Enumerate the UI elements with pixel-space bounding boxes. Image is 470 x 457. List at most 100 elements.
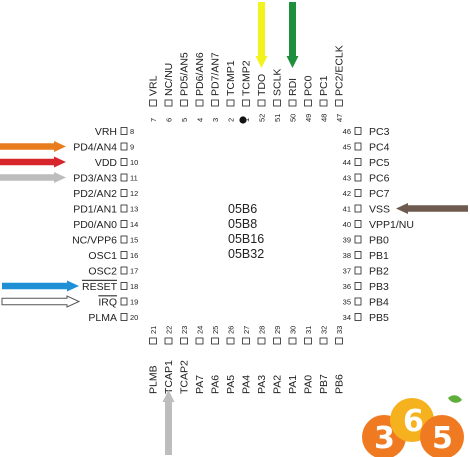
pin-number: 2: [226, 118, 235, 122]
pin-pad: [195, 99, 204, 107]
pin-right: 41 VSS: [343, 203, 390, 215]
arrow-pd4-an4: [0, 141, 66, 152]
pin-number: 50: [288, 114, 297, 122]
pin-pad: [354, 235, 362, 244]
pin-pad: [149, 337, 157, 345]
pin-number: 15: [130, 236, 138, 245]
pin-number: 39: [343, 236, 351, 245]
pin-number: 9: [130, 143, 134, 152]
pin-number: 13: [130, 205, 138, 214]
pin-label: PB2: [369, 265, 389, 277]
pin-number: 32: [319, 326, 328, 334]
pin-label: PB3: [369, 281, 389, 293]
pin-number: 6: [164, 118, 173, 122]
pin-label: VRL: [148, 75, 160, 96]
arrow-vss: [396, 203, 468, 214]
pin-label: PB6: [334, 374, 346, 394]
pin-top: PC0 49: [303, 75, 315, 122]
pin-number: 41: [343, 205, 351, 214]
pin-pad: [354, 220, 362, 228]
logo-digit: 6: [403, 404, 424, 439]
pin-number: 40: [343, 220, 351, 229]
pin-number: 46: [343, 127, 351, 136]
pin-label: TCAP1: [163, 360, 175, 394]
pin-number: 44: [343, 158, 351, 167]
pin-pad: [120, 251, 128, 259]
pin-label: OSC1: [88, 250, 117, 262]
pin-number: 30: [288, 326, 297, 334]
pin-number: 14: [130, 220, 138, 229]
pin-pad: [195, 337, 204, 345]
pin-label: PB7: [318, 374, 330, 394]
pin-number: 28: [257, 326, 266, 334]
arrow-pd3-an3: [0, 172, 66, 183]
pin-pad: [304, 99, 312, 107]
pin-number: 48: [319, 114, 328, 122]
pin-number: 49: [304, 114, 313, 122]
pin-label: NC/NU: [163, 63, 175, 96]
pin-top: NC/NU 6: [163, 63, 175, 122]
pin-pad: [226, 337, 235, 345]
leaf-icon: [448, 395, 462, 403]
pin-label: PB1: [369, 250, 389, 262]
pin-number: 19: [130, 298, 138, 307]
pin-pad: [304, 337, 312, 345]
pin-number: 1: [242, 118, 251, 122]
pin-pad: [180, 99, 188, 107]
pin-number: 34: [343, 313, 351, 322]
pin-number: 51: [273, 114, 282, 122]
pin-number: 3: [211, 118, 220, 122]
pin-label: VSS: [369, 203, 390, 215]
pin-number: 8: [130, 127, 134, 136]
pin-label: PC3: [369, 126, 390, 138]
pin-right: 34 PB5: [343, 312, 389, 324]
pin-number: 18: [130, 282, 138, 291]
pin-pad: [319, 337, 328, 345]
pin-pad: [354, 251, 362, 259]
pin-top: VRL 7: [148, 75, 160, 122]
pin-number: 35: [343, 298, 351, 307]
pin-pad: [335, 337, 343, 345]
arrow-irq: [1, 295, 81, 308]
pin-label: PB0: [369, 234, 389, 246]
pin-number: 17: [130, 267, 138, 276]
pin-label: TCMP2: [241, 60, 253, 96]
pin-number: 29: [273, 326, 282, 334]
pin-label: PB5: [369, 312, 389, 324]
part-number-list: 05B6 05B8 05B16 05B32: [228, 202, 264, 261]
pin-pad: [273, 99, 281, 107]
pin-label: PD3/AN3: [73, 172, 117, 184]
top-pin-group: VRL7NC/NU6PD5/AN55PD6/AN64PD7/AN73TCMP12…: [148, 45, 346, 122]
pin-number: 31: [304, 326, 313, 334]
pin-pad: [164, 337, 173, 345]
pin-number: 38: [343, 251, 351, 260]
pin-label: TCAP2: [179, 360, 191, 394]
pin-number: 42: [343, 189, 351, 198]
pin-label: PD7/AN7: [210, 52, 222, 96]
part-number: 05B32: [228, 247, 264, 261]
pin-number: 7: [149, 118, 158, 122]
pin-label: PA7: [194, 375, 206, 394]
pin-label: PC1: [318, 75, 330, 96]
pin-label: PB4: [369, 296, 389, 308]
pin-label: PC0: [303, 75, 315, 96]
pin-label: PC6: [369, 172, 390, 184]
pin-label: PA5: [225, 375, 237, 394]
